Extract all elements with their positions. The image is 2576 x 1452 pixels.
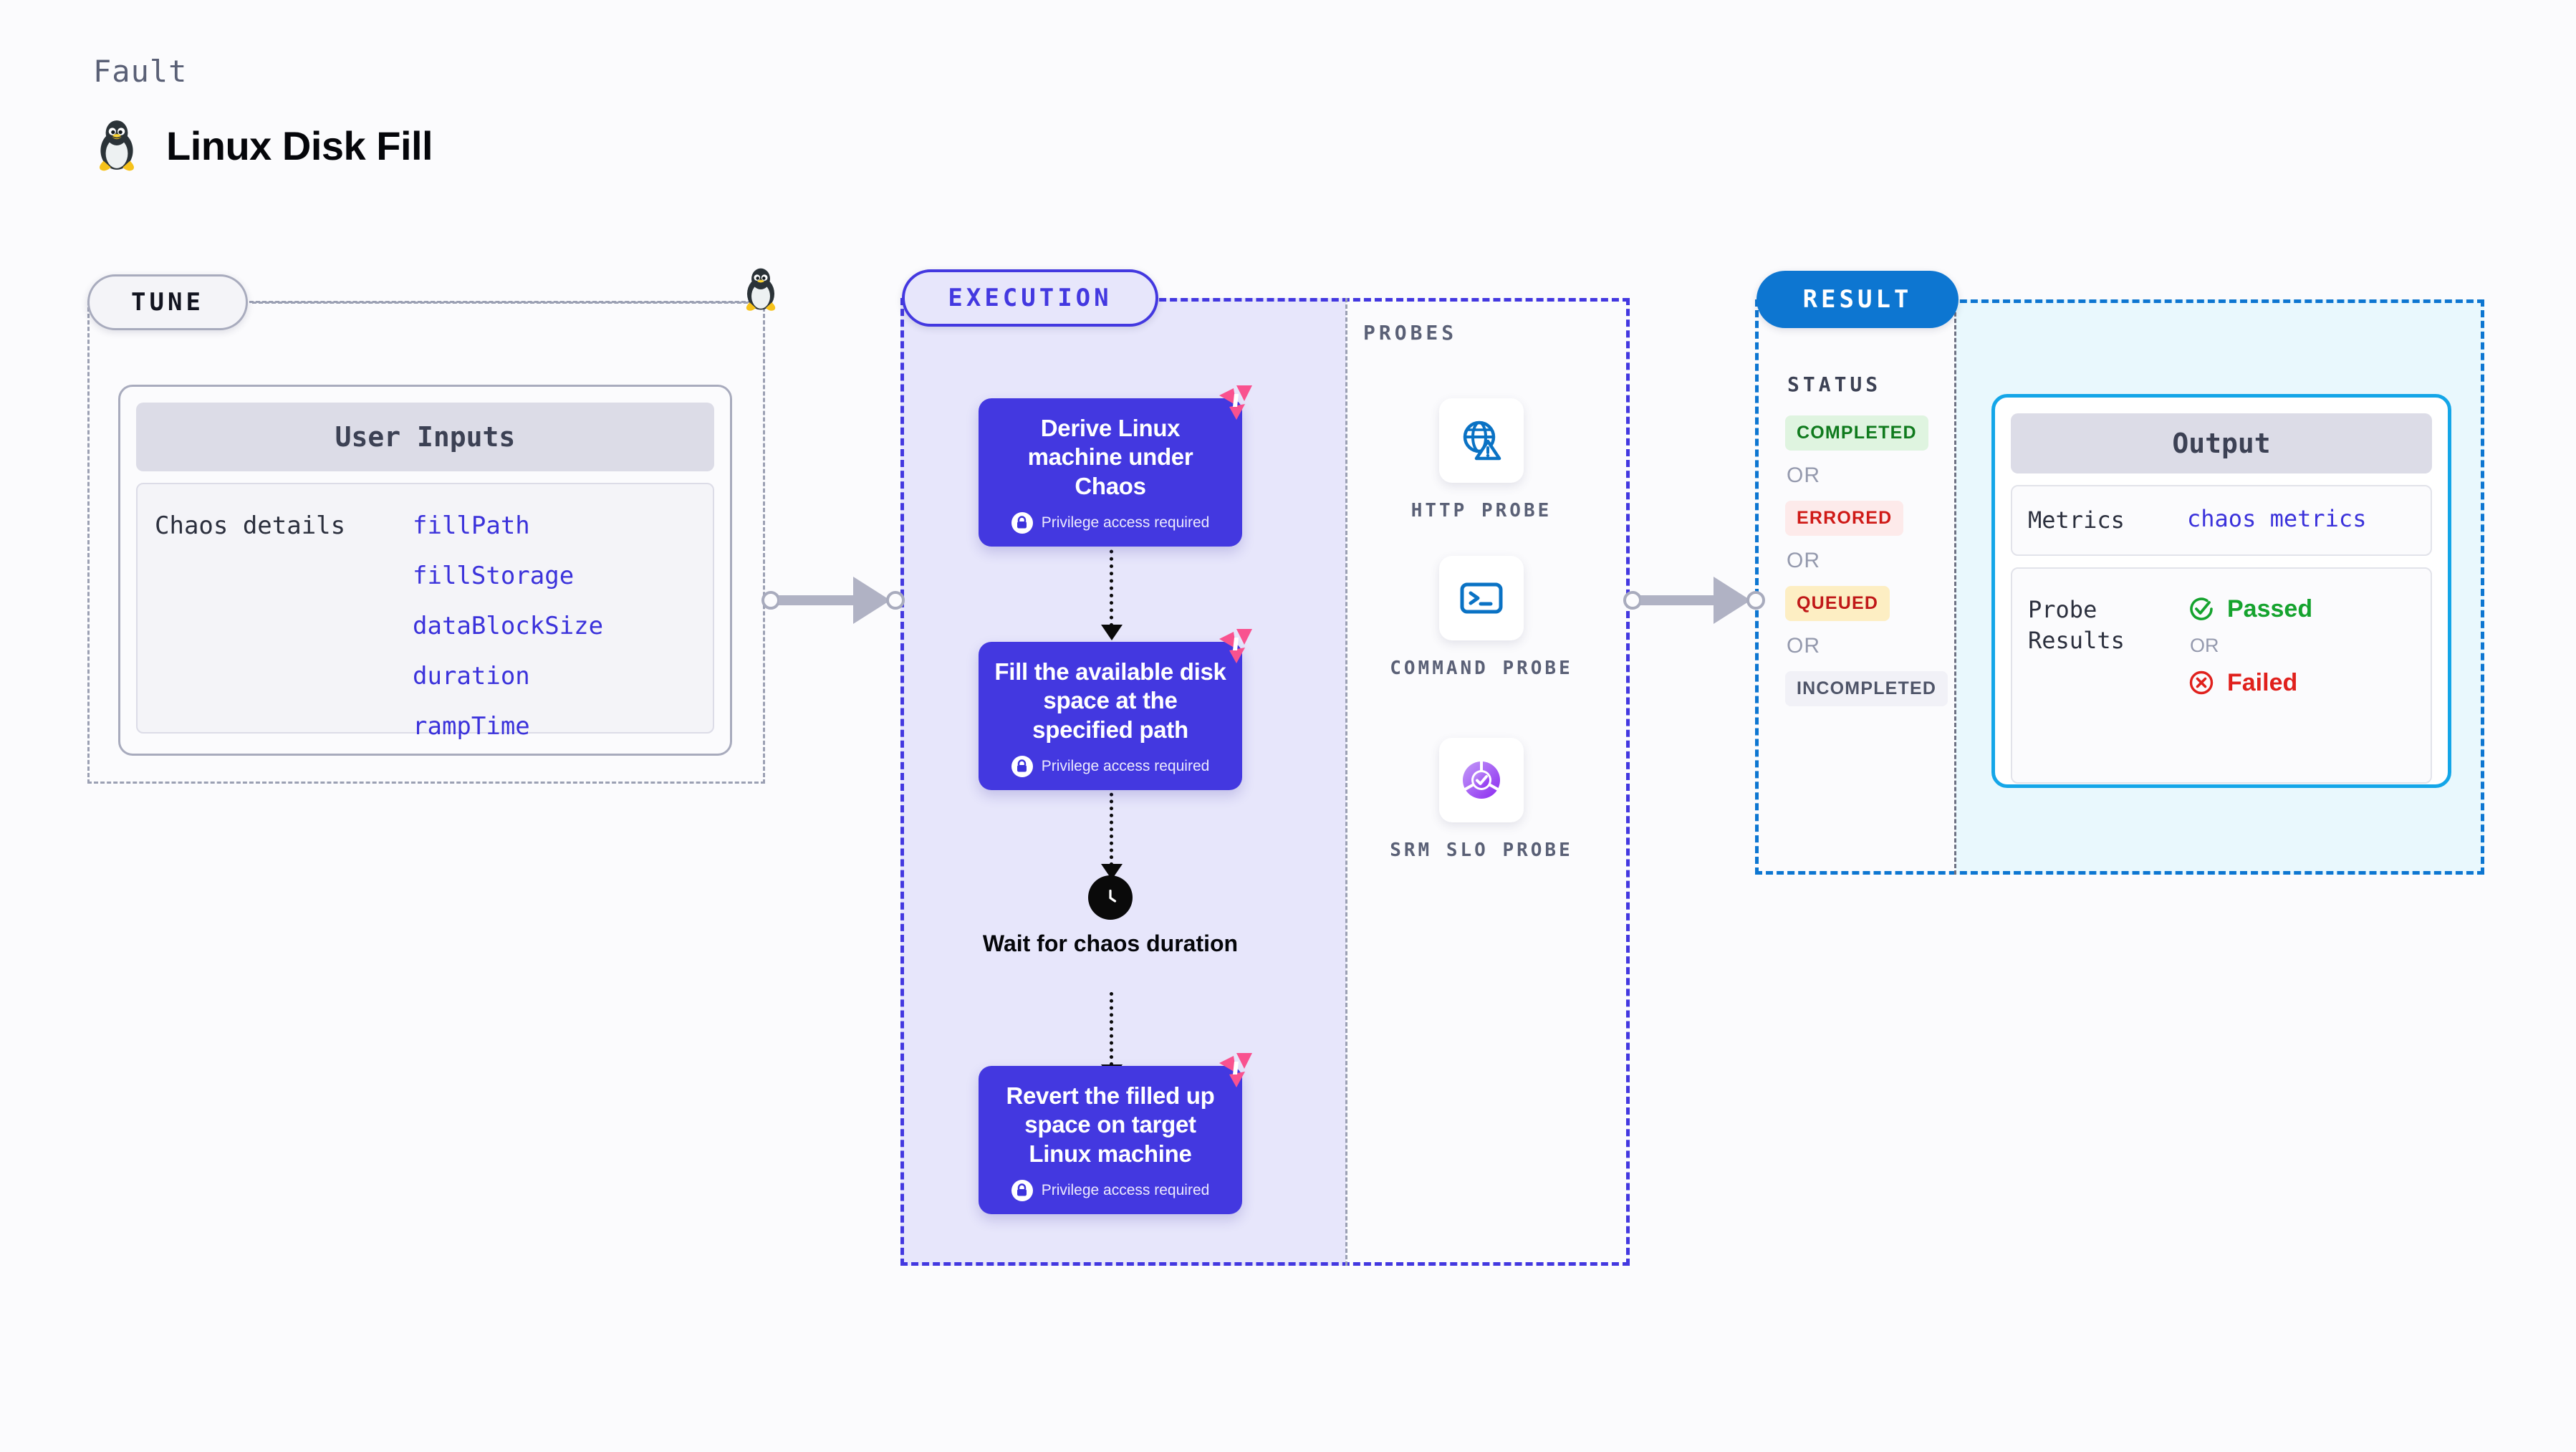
output-metrics-row: Metrics chaos metrics <box>2011 485 2432 557</box>
output-card: Output Metrics chaos metrics Probe Resul… <box>1991 394 2451 788</box>
privilege-text: Privilege access required <box>1041 514 1210 531</box>
arrow-start-dot <box>1623 591 1642 610</box>
flow-arrow-tune-to-execution <box>761 577 905 624</box>
probe-label: HTTP PROBE <box>1410 500 1552 521</box>
status-badge-errored: ERRORED <box>1785 501 1904 536</box>
page-title: Linux Disk Fill <box>166 122 433 168</box>
probe-srm-slo[interactable]: SRM SLO PROBE <box>1381 738 1582 863</box>
page-title-row: Linux Disk Fill <box>93 118 433 173</box>
chaos-details-label: Chaos details <box>155 511 346 540</box>
terminal-icon <box>1439 556 1524 640</box>
chaos-fault-icon <box>1219 629 1252 663</box>
execution-probes-container <box>900 298 1630 1266</box>
status-or-2: OR <box>1787 549 1820 572</box>
execution-step-2[interactable]: Fill the available disk space at the spe… <box>979 629 1252 790</box>
flow-connector-2 <box>1110 786 1113 866</box>
status-badge-completed: COMPLETED <box>1785 415 1928 451</box>
result-container <box>1755 299 2484 875</box>
privilege-text: Privilege access required <box>1041 1181 1210 1198</box>
probe-result-or: OR <box>2190 635 2219 657</box>
probe-result-failed: Failed <box>2187 668 2312 697</box>
flow-connector-1 <box>1110 535 1113 627</box>
execution-badge: EXECUTION <box>902 269 1158 327</box>
probe-results-values: Passed OR Failed <box>2187 595 2312 764</box>
input-ramptime: rampTime <box>413 712 530 741</box>
failed-label: Failed <box>2227 668 2298 696</box>
execution-step-title: Fill the available disk space at the spe… <box>994 658 1226 743</box>
tune-lead-line <box>252 302 761 304</box>
chaos-fault-icon <box>1219 1053 1252 1087</box>
status-or-1: OR <box>1787 463 1820 487</box>
arrow-end-dot <box>1746 591 1765 610</box>
clock-icon <box>1088 875 1133 920</box>
result-badge: RESULT <box>1756 271 1959 328</box>
input-datablocksize: dataBlockSize <box>413 612 604 640</box>
chaos-details-values: fillPath fillStorage dataBlockSize durat… <box>413 511 604 741</box>
x-circle-icon <box>2189 670 2214 695</box>
output-header: Output <box>2011 413 2432 473</box>
status-list: COMPLETED OR ERRORED OR QUEUED OR INCOMP… <box>1785 415 1948 706</box>
tune-badge: TUNE <box>87 274 248 330</box>
input-fillpath: fillPath <box>413 511 530 540</box>
flow-connector-3 <box>1110 992 1113 1066</box>
arrow-head <box>1714 577 1751 624</box>
chaos-fault-icon <box>1219 385 1252 420</box>
probe-label: COMMAND PROBE <box>1390 658 1573 679</box>
page-eyebrow: Fault <box>93 54 188 89</box>
user-inputs-header: User Inputs <box>136 403 714 471</box>
probe-result-passed: Passed <box>2187 595 2312 623</box>
privilege-note: Privilege access required <box>1011 1179 1210 1201</box>
lock-icon <box>1011 1179 1033 1201</box>
flow-arrowhead-1 <box>1101 625 1123 640</box>
lock-icon <box>1011 511 1033 534</box>
user-inputs-card: User Inputs Chaos details fillPath fillS… <box>118 385 732 756</box>
wait-label: Wait for chaos duration <box>982 931 1239 956</box>
privilege-note: Privilege access required <box>1011 511 1210 534</box>
output-probe-results-row: Probe Results Passed OR Failed <box>2011 567 2432 784</box>
input-duration: duration <box>413 662 530 691</box>
tux-penguin-icon <box>746 268 776 311</box>
check-circle-icon <box>2190 597 2213 621</box>
slo-donut-check-icon <box>1439 738 1524 822</box>
arrow-shaft <box>779 595 855 605</box>
lock-icon <box>1011 755 1033 777</box>
result-status-divider <box>1954 299 1956 875</box>
metrics-label: Metrics <box>2028 506 2125 534</box>
execution-probes-divider <box>1345 298 1347 1266</box>
globe-warning-icon <box>1439 398 1524 483</box>
flow-arrow-execution-to-result <box>1623 577 1765 624</box>
arrow-shaft <box>1640 595 1715 605</box>
probe-command[interactable]: COMMAND PROBE <box>1381 556 1582 681</box>
metrics-value: chaos metrics <box>2187 505 2367 532</box>
user-inputs-body: Chaos details fillPath fillStorage dataB… <box>136 483 714 741</box>
probes-label: PROBES <box>1363 321 1458 345</box>
probe-http[interactable]: HTTP PROBE <box>1381 398 1582 524</box>
tux-penguin-icon <box>100 120 134 171</box>
input-fillstorage: fillStorage <box>413 562 575 590</box>
execution-step-1[interactable]: Derive Linux machine under Chaos Privile… <box>979 385 1252 547</box>
privilege-text: Privilege access required <box>1041 757 1210 774</box>
status-badge-incompleted: INCOMPLETED <box>1785 671 1948 706</box>
arrow-start-dot <box>761 591 780 610</box>
status-badge-queued: QUEUED <box>1785 586 1890 621</box>
execution-step-3[interactable]: Revert the filled up space on target Lin… <box>979 1053 1252 1214</box>
privilege-note: Privilege access required <box>1011 755 1210 777</box>
wait-for-chaos-duration: Wait for chaos duration <box>981 875 1239 957</box>
arrow-head <box>853 577 890 624</box>
execution-step-title: Revert the filled up space on target Lin… <box>1006 1082 1215 1167</box>
status-or-3: OR <box>1787 634 1820 658</box>
arrow-end-dot <box>886 591 905 610</box>
passed-label: Passed <box>2227 595 2313 622</box>
status-label: STATUS <box>1787 372 1882 396</box>
probe-label: SRM SLO PROBE <box>1390 840 1573 861</box>
execution-step-title: Derive Linux machine under Chaos <box>1027 415 1193 499</box>
probe-results-label: Probe Results <box>2028 596 2125 655</box>
